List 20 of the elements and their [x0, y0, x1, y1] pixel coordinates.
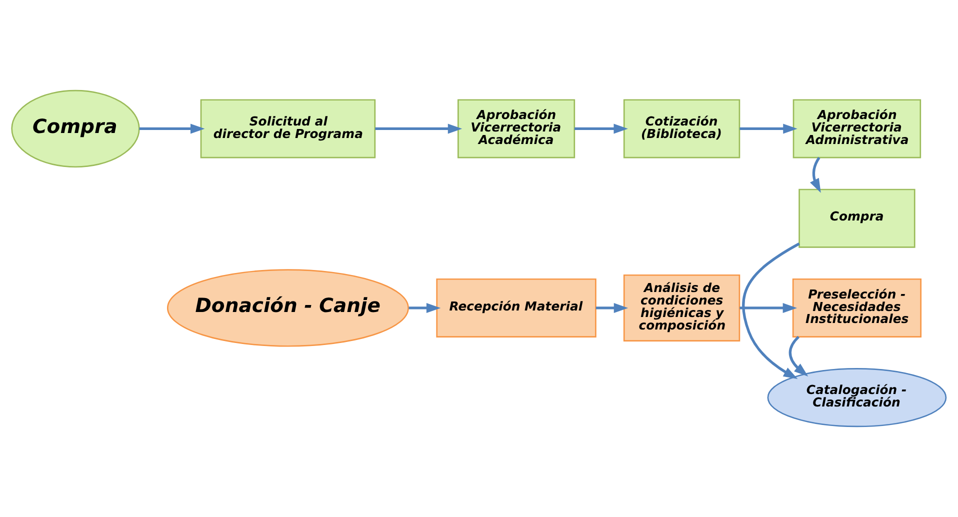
arrow	[375, 124, 462, 134]
arrow	[788, 336, 808, 376]
arrow	[139, 124, 205, 134]
arrow	[408, 302, 441, 313]
arrow	[596, 302, 628, 313]
node-ellipse: Donación - Canje	[166, 269, 409, 347]
node-box: Cotización (Biblioteca)	[623, 99, 740, 158]
node-box: Análisis de condiciones higiénicas y composición	[623, 274, 740, 342]
node-box: Compra	[798, 188, 916, 248]
node-ellipse: Compra	[11, 90, 140, 168]
node-box: Preselección - Necesidades Institucionales	[792, 278, 922, 338]
arrow	[574, 124, 628, 134]
arrow	[810, 156, 821, 193]
node-box: Solicitud al director de Programa	[200, 99, 376, 158]
arrow	[740, 302, 798, 313]
arrow	[742, 242, 800, 379]
arrow	[740, 124, 798, 134]
node-box: Recepción Material	[436, 278, 596, 338]
node-box: Aprobación Vicerrectoria Académica	[458, 99, 576, 158]
node-box: Aprobación Vicerrectoria Administrativa	[792, 99, 922, 158]
